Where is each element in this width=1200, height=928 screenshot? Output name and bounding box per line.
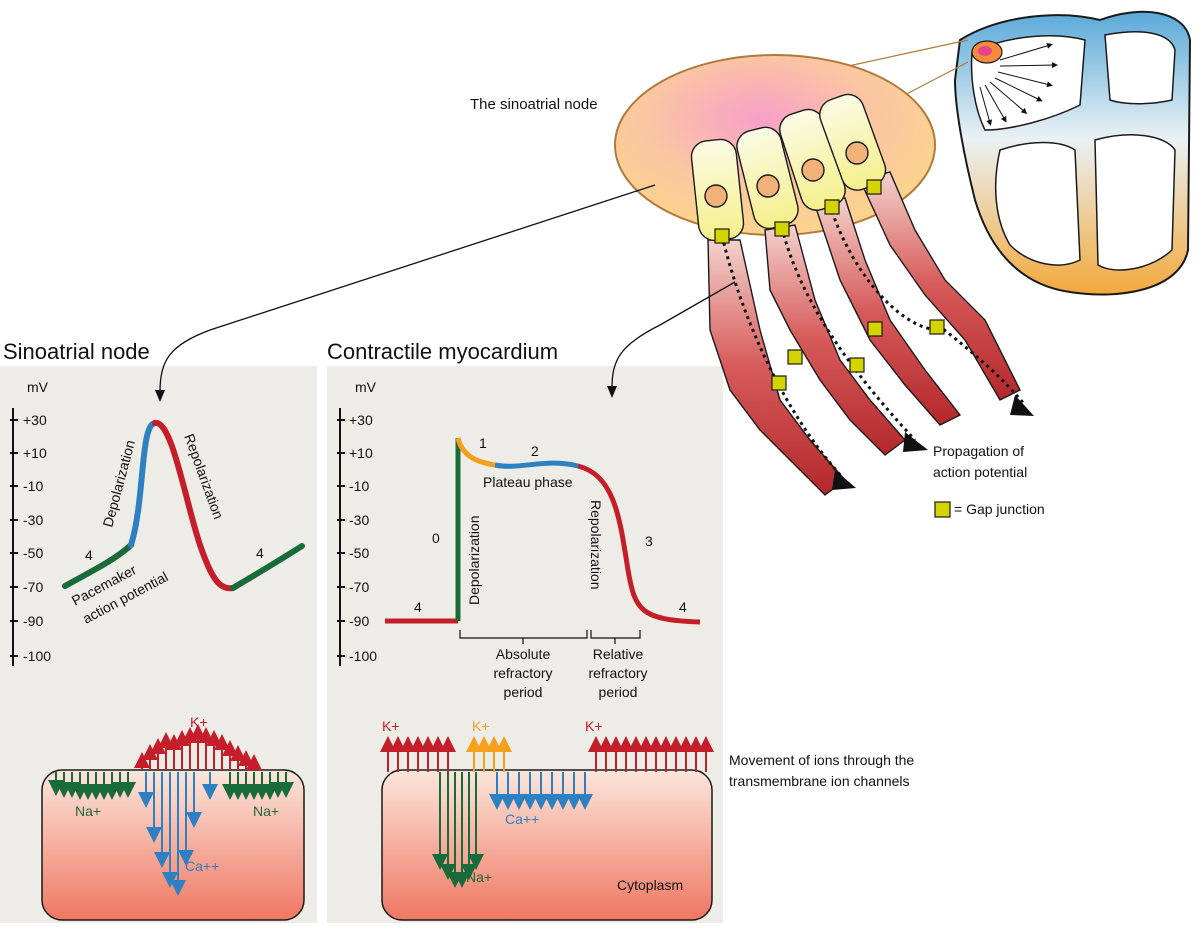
myo-phase-4-right: 4 bbox=[679, 599, 687, 615]
myo-na-arrows bbox=[432, 772, 484, 888]
myo-phase-2: 2 bbox=[531, 443, 539, 459]
sa-k-arrows bbox=[134, 724, 262, 770]
myo-depolarization-label: Depolarization bbox=[466, 516, 482, 606]
myo-k-arrows-mid bbox=[466, 736, 512, 772]
sa-pointer-arrow bbox=[159, 184, 656, 393]
myo-tick-label: -50 bbox=[349, 545, 369, 561]
propagation-label: Propagation of bbox=[933, 443, 1024, 459]
sa-ca-arrows bbox=[138, 772, 218, 896]
sa-y-tick-labels: +30 +10 -10 -30 -50 -70 -90 -100 bbox=[23, 412, 51, 664]
ion-movement-caption-2: transmembrane ion channels bbox=[729, 773, 910, 789]
propagation-label-2: action potential bbox=[933, 464, 1027, 480]
sa-na-right-label: Na+ bbox=[253, 803, 279, 819]
myo-tick-label: +10 bbox=[349, 445, 373, 461]
relative-refractory-label: Relative bbox=[593, 646, 644, 662]
sa-tick-label: +30 bbox=[23, 412, 47, 428]
heart-diagram-icon bbox=[829, 10, 1192, 296]
myo-tick-label: -30 bbox=[349, 512, 369, 528]
propagation-arrowheads bbox=[832, 395, 1034, 490]
myo-k-left-label: K+ bbox=[382, 718, 400, 734]
myo-k-arrows-right bbox=[588, 736, 714, 772]
propagation-arrows bbox=[720, 204, 1027, 480]
myo-k-arrows-left bbox=[380, 736, 456, 772]
myo-phase-1: 1 bbox=[479, 435, 487, 451]
myo-k-mid-label: K+ bbox=[472, 718, 490, 734]
sa-tick-label: -70 bbox=[23, 579, 43, 595]
sa-panel-title: Sinoatrial node bbox=[3, 339, 150, 364]
myo-na-label: Na+ bbox=[466, 869, 492, 885]
sa-tick-label: -50 bbox=[23, 545, 43, 561]
sa-tick-label: -90 bbox=[23, 613, 43, 629]
sa-k-label: K+ bbox=[190, 714, 208, 730]
myo-y-tick-labels: +30 +10 -10 -30 -50 -70 -90 -100 bbox=[349, 412, 377, 664]
sa-cell-membrane bbox=[41, 769, 305, 921]
myo-tick-label: +30 bbox=[349, 412, 373, 428]
sinoatrial-node-label: The sinoatrial node bbox=[470, 96, 598, 113]
myo-tick-label: -70 bbox=[349, 579, 369, 595]
myo-pointer-arrow bbox=[611, 281, 736, 389]
myo-unit-label: mV bbox=[355, 379, 377, 395]
sa-action-potential-curve bbox=[62, 420, 305, 592]
relative-refractory-label-2: refractory bbox=[588, 665, 647, 681]
sa-unit-label: mV bbox=[27, 379, 49, 395]
myo-phase-3: 3 bbox=[645, 533, 653, 549]
myo-plateau-label: Plateau phase bbox=[483, 474, 573, 490]
myo-k-right-label: K+ bbox=[585, 718, 603, 734]
sa-y-axis bbox=[10, 408, 18, 666]
sa-tick-label: +10 bbox=[23, 445, 47, 461]
sa-tick-label: -100 bbox=[23, 648, 51, 664]
absolute-refractory-label-2: refractory bbox=[493, 665, 552, 681]
myo-phase-4-left: 4 bbox=[414, 599, 422, 615]
myo-cell-membrane bbox=[381, 769, 713, 921]
sa-phase-4-right: 4 bbox=[256, 545, 264, 561]
gap-junction-icon bbox=[714, 179, 945, 391]
myo-tick-label: -90 bbox=[349, 613, 369, 629]
absolute-refractory-label-3: period bbox=[504, 684, 543, 700]
myo-panel-title: Contractile myocardium bbox=[327, 339, 558, 364]
myo-tick-label: -10 bbox=[349, 478, 369, 494]
myo-ca-arrows bbox=[489, 772, 593, 810]
sa-ca-label: Ca++ bbox=[185, 858, 219, 874]
sa-phase-4-left: 4 bbox=[85, 547, 93, 563]
myo-tick-label: -100 bbox=[349, 648, 377, 664]
sa-na-left-label: Na+ bbox=[75, 803, 101, 819]
myo-pointer-arrowhead bbox=[607, 386, 617, 398]
gap-junction-legend-label: = Gap junction bbox=[954, 501, 1045, 517]
myo-phase-0: 0 bbox=[432, 530, 440, 546]
myo-repolarization-label: Repolarization bbox=[588, 500, 604, 590]
myo-y-axis bbox=[337, 408, 345, 666]
sa-na-arrows-left bbox=[48, 772, 136, 800]
absolute-refractory-label: Absolute bbox=[496, 646, 551, 662]
cytoplasm-label: Cytoplasm bbox=[617, 877, 683, 893]
sa-tick-label: -10 bbox=[23, 478, 43, 494]
myo-ca-label: Ca++ bbox=[505, 811, 539, 827]
relative-refractory-label-3: period bbox=[599, 684, 638, 700]
refractory-brackets bbox=[459, 630, 641, 644]
gap-junction-legend-swatch bbox=[934, 501, 951, 518]
myo-action-potential-curve bbox=[385, 437, 701, 625]
sa-tick-label: -30 bbox=[23, 512, 43, 528]
sa-pointer-arrowhead bbox=[155, 390, 165, 402]
ion-movement-caption: Movement of ions through the bbox=[729, 752, 914, 768]
sa-na-arrows-right bbox=[222, 772, 294, 800]
